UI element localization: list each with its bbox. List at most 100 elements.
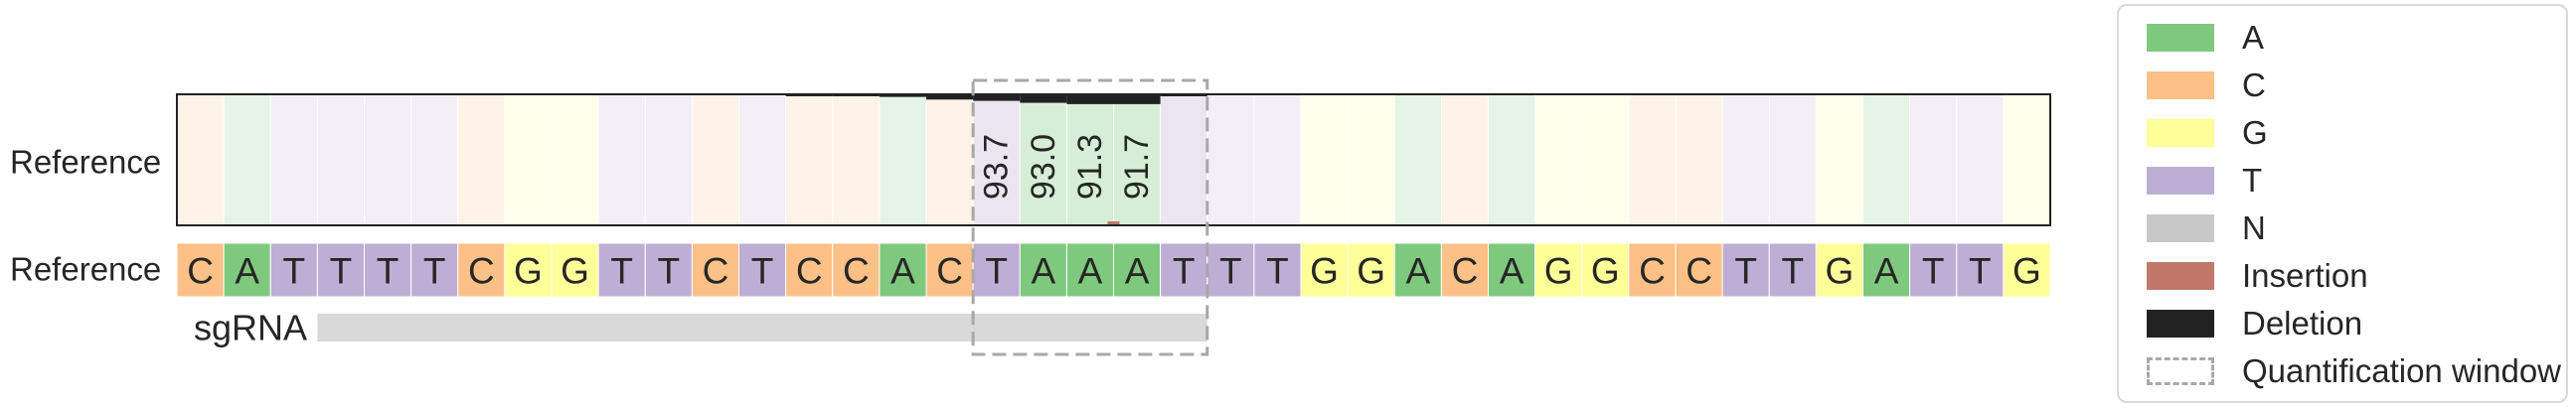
base-letter: A (1078, 251, 1103, 292)
base-cell (1488, 242, 1536, 298)
base-cell (1347, 242, 1395, 298)
frequency-cell (1675, 93, 1723, 226)
frequency-cell (1300, 93, 1349, 226)
base-cell (1815, 242, 1863, 298)
base-letter: T (283, 251, 306, 292)
legend-item-a: A (2147, 18, 2264, 58)
frequency-cell (551, 93, 599, 226)
base-letter: T (423, 251, 446, 292)
base-letter: C (187, 251, 214, 292)
base-cell (1019, 242, 1067, 298)
base-letter: A (1405, 251, 1430, 292)
frequency-cell (2003, 93, 2051, 226)
base-cell (879, 242, 927, 298)
base-letter: T (1219, 251, 1242, 292)
row1-label: Reference (10, 144, 161, 181)
frequency-cell (1581, 93, 1630, 226)
deletion-bar (879, 94, 926, 97)
base-letter: T (1969, 251, 1992, 292)
legend-item-t: T (2147, 161, 2262, 201)
base-cell (691, 242, 739, 298)
frequency-row-frame (176, 93, 2051, 226)
legend-swatch (2147, 310, 2214, 338)
base-cell (1581, 242, 1630, 298)
base-letter: T (610, 251, 633, 292)
base-cell (1675, 242, 1723, 298)
frequency-cell (176, 93, 225, 226)
base-letter: C (703, 251, 729, 292)
frequency-cell (1815, 93, 1863, 226)
reference-frequency-row (176, 93, 2051, 226)
frequency-cell (879, 93, 927, 226)
frequency-cell (364, 93, 412, 226)
frequency-cell (691, 93, 739, 226)
base-letter: T (985, 251, 1008, 292)
frequency-cell (644, 93, 693, 226)
base-cell (269, 242, 318, 298)
frequency-cell (1113, 93, 1162, 226)
base-cell (410, 242, 459, 298)
base-letter: G (1357, 251, 1385, 292)
legend-swatch (2147, 71, 2214, 99)
legend-item-insertion: Insertion (2147, 256, 2368, 296)
base-cell (972, 242, 1021, 298)
legend-swatch (2147, 24, 2214, 52)
base-letter: T (1173, 251, 1196, 292)
base-cell (364, 242, 412, 298)
sgrna-label: sgRNA (194, 308, 307, 348)
base-letter: G (514, 251, 543, 292)
percentage-label: 91.3 (1071, 134, 1109, 200)
frequency-cell (1534, 93, 1583, 226)
frequency-cell (972, 93, 1021, 226)
base-letter: T (1782, 251, 1805, 292)
base-letter: T (658, 251, 681, 292)
legend-label: C (2242, 67, 2266, 103)
base-letter: T (751, 251, 774, 292)
base-cell (1393, 242, 1442, 298)
percentage-label: 93.0 (1025, 134, 1062, 200)
frequency-cell (1862, 93, 1911, 226)
frequency-cell (1347, 93, 1395, 226)
legend-label: G (2242, 114, 2268, 151)
base-letter: G (2012, 251, 2041, 292)
frequency-cell (457, 93, 506, 226)
base-letter: T (1266, 251, 1289, 292)
quantification-window (971, 78, 1209, 356)
base-letter: A (1874, 251, 1899, 292)
base-cell (1160, 242, 1208, 298)
base-cell (2003, 242, 2051, 298)
frequency-cell (1253, 93, 1302, 226)
deletion-bar (1066, 94, 1114, 104)
frequency-cell (1721, 93, 1770, 226)
frequency-cell (785, 93, 834, 226)
base-letter: A (1125, 251, 1150, 292)
base-letter: T (377, 251, 400, 292)
base-letter: T (1922, 251, 1945, 292)
frequency-cell (1768, 93, 1817, 226)
frequency-cell (316, 93, 365, 226)
deletion-bar (973, 94, 1021, 101)
base-letter: C (1452, 251, 1479, 292)
base-letter: T (1734, 251, 1757, 292)
frequency-cell (738, 93, 787, 226)
frequency-cell (1019, 93, 1067, 226)
base-letter: A (1031, 251, 1055, 292)
insertion-mark (1107, 221, 1120, 225)
frequency-cell (597, 93, 646, 226)
percentage-label: 93.7 (978, 134, 1016, 200)
base-letter: G (561, 251, 589, 292)
base-letter: C (843, 251, 870, 292)
frequency-cell (410, 93, 459, 226)
base-letter: C (1686, 251, 1712, 292)
legend-label: T (2242, 162, 2263, 199)
base-letter: C (796, 251, 823, 292)
legend-label: Quantification window (2242, 352, 2562, 389)
base-cell (738, 242, 787, 298)
percentage-label: 91.7 (1118, 134, 1156, 200)
legend-item-n: N (2147, 208, 2266, 248)
insertion-marks (1107, 221, 1120, 225)
frequency-cell (1956, 93, 2005, 226)
